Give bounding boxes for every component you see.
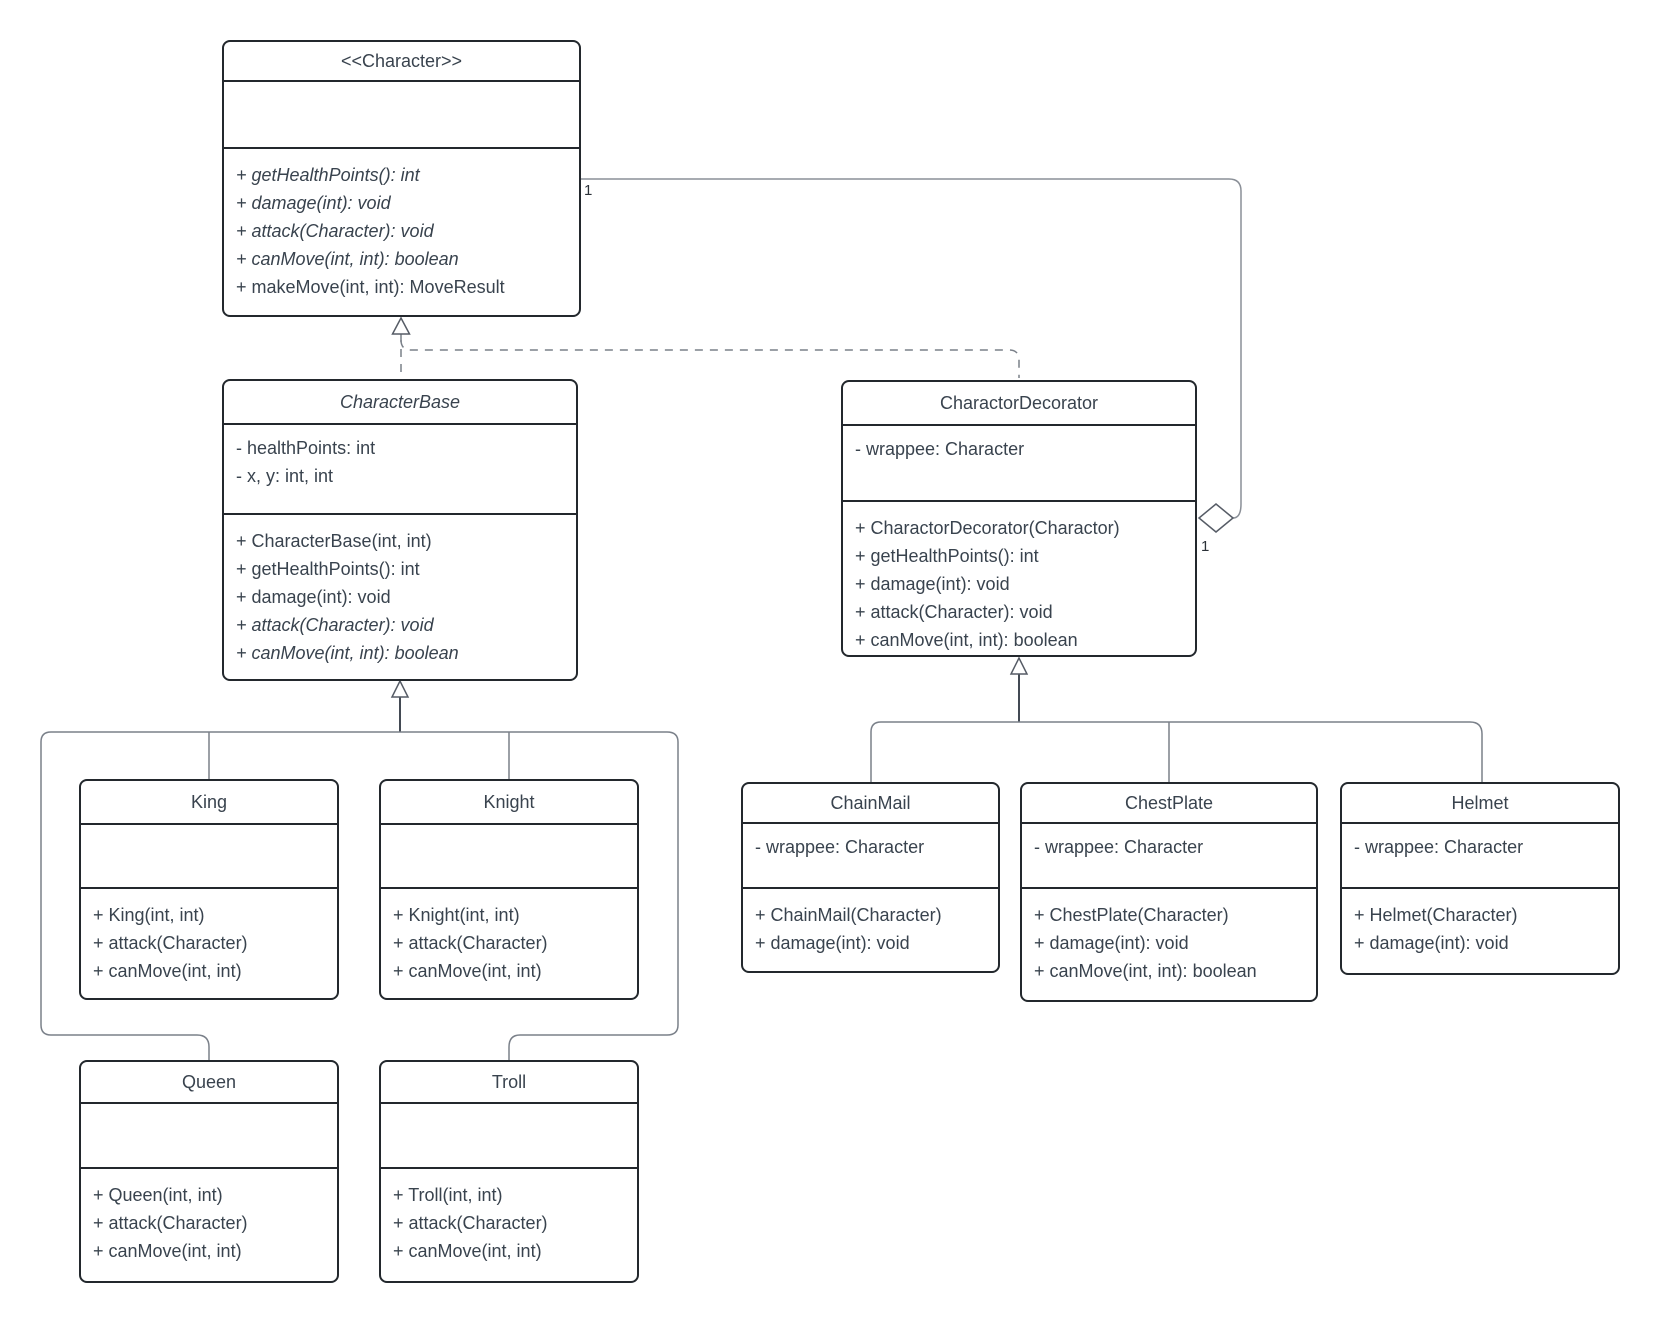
class-box-chestplate[interactable]: ChestPlate - wrappee: Character + ChestP… bbox=[1020, 782, 1318, 1002]
member-row: + damage(int): void bbox=[236, 587, 391, 607]
class-title: CharactorDecorator bbox=[843, 382, 1195, 426]
class-title: Troll bbox=[381, 1062, 637, 1104]
generalization-edges-characterbase-subtree[interactable] bbox=[40, 679, 679, 1060]
methods-section: + Troll(int, int) + attack(Character) + ca… bbox=[381, 1169, 637, 1265]
member-row: + ChestPlate(Character) bbox=[1034, 905, 1229, 925]
member-row: + CharactorDecorator(Charactor) bbox=[855, 518, 1120, 538]
class-box-chainmail[interactable]: ChainMail - wrappee: Character + ChainMa… bbox=[741, 782, 1000, 973]
class-title: Queen bbox=[81, 1062, 337, 1104]
attributes-section bbox=[381, 1104, 637, 1169]
member-row: - wrappee: Character bbox=[1034, 837, 1204, 857]
member-row: + attack(Character) bbox=[93, 933, 248, 953]
hollow-triangle-marker bbox=[391, 316, 411, 335]
member-row: + Helmet(Character) bbox=[1354, 905, 1518, 925]
member-row: + damage(int): void bbox=[755, 933, 910, 953]
realization-edge-characterbase-to-character[interactable] bbox=[391, 316, 411, 379]
generalization-edge-queen bbox=[40, 731, 400, 1060]
methods-section: + Queen(int, int) + attack(Character) + ca… bbox=[81, 1169, 337, 1265]
member-row: - healthPoints: int bbox=[236, 438, 376, 458]
multiplicity-label-decorator-end: 1 bbox=[1201, 538, 1210, 555]
member-row: + CharacterBase(int, int) bbox=[236, 531, 432, 551]
member-row: + attack(Character): void bbox=[236, 221, 434, 241]
attributes-section: - wrappee: Character bbox=[743, 824, 998, 889]
hollow-triangle-marker bbox=[1009, 656, 1029, 675]
attributes-section bbox=[381, 825, 637, 889]
class-title: CharacterBase bbox=[224, 381, 576, 425]
attributes-section: - wrappee: Character bbox=[1342, 824, 1618, 889]
attributes-section bbox=[81, 1104, 337, 1169]
multiplicity-label-character-end: 1 bbox=[584, 182, 593, 199]
attributes-section bbox=[224, 82, 579, 149]
methods-section: + King(int, int) + attack(Character) + can… bbox=[81, 889, 337, 985]
methods-section: + ChestPlate(Character) + damage(int): vo… bbox=[1022, 889, 1316, 985]
member-row: + damage(int): void bbox=[1034, 933, 1189, 953]
attributes-section: - wrappee: Character bbox=[843, 426, 1195, 502]
generalization-edges-decorator-subtree[interactable] bbox=[870, 656, 1483, 782]
member-row: + canMove(int, int): boolean bbox=[236, 643, 459, 663]
class-title: ChainMail bbox=[743, 784, 998, 824]
member-row: + canMove(int, int): boolean bbox=[236, 249, 459, 269]
member-row: + damage(int): void bbox=[236, 193, 391, 213]
member-row: + ChainMail(Character) bbox=[755, 905, 942, 925]
member-row: + getHealthPoints(): int bbox=[855, 546, 1039, 566]
methods-section: + getHealthPoints(): int + damage(int): v… bbox=[224, 149, 579, 301]
class-box-helmet[interactable]: Helmet - wrappee: Character + Helmet(Cha… bbox=[1340, 782, 1620, 975]
member-row: + Troll(int, int) bbox=[393, 1185, 503, 1205]
attributes-section: - wrappee: Character bbox=[1022, 824, 1316, 889]
member-row: + attack(Character) bbox=[393, 1213, 548, 1233]
member-row: + Knight(int, int) bbox=[393, 905, 520, 925]
class-box-charactordecorator[interactable]: CharactorDecorator - wrappee: Character … bbox=[841, 380, 1197, 657]
member-row: + canMove(int, int) bbox=[93, 1241, 242, 1261]
class-title: Knight bbox=[381, 781, 637, 825]
generalization-edge-chainmail bbox=[870, 721, 1019, 782]
member-row: + attack(Character): void bbox=[855, 602, 1053, 622]
member-row: + attack(Character) bbox=[393, 933, 548, 953]
member-row: + damage(int): void bbox=[855, 574, 1010, 594]
member-row: - wrappee: Character bbox=[855, 439, 1025, 459]
attributes-section: - healthPoints: int - x, y: int, int bbox=[224, 425, 576, 515]
methods-section: + ChainMail(Character) + damage(int): voi… bbox=[743, 889, 998, 957]
class-box-characterbase[interactable]: CharacterBase - healthPoints: int - x, y:… bbox=[222, 379, 578, 681]
class-box-knight[interactable]: Knight + Knight(int, int) + attack(Charac… bbox=[379, 779, 639, 1000]
hollow-triangle-marker bbox=[390, 679, 410, 698]
methods-section: + Helmet(Character) + damage(int): void bbox=[1342, 889, 1618, 957]
class-box-king[interactable]: King + King(int, int) + attack(Character)… bbox=[79, 779, 339, 1000]
methods-section: + CharacterBase(int, int) + getHealthPoin… bbox=[224, 515, 576, 667]
member-row: + damage(int): void bbox=[1354, 933, 1509, 953]
hollow-diamond-marker bbox=[1197, 503, 1235, 533]
member-row: - wrappee: Character bbox=[755, 837, 925, 857]
realization-edge-charactordecorator-to-character[interactable] bbox=[400, 339, 1020, 378]
member-row: + getHealthPoints(): int bbox=[236, 165, 420, 185]
member-row: + canMove(int, int): boolean bbox=[1034, 961, 1257, 981]
member-row: + makeMove(int, int): MoveResult bbox=[236, 277, 505, 297]
aggregation-edge-decorator-wrappee-character[interactable] bbox=[581, 178, 1242, 533]
class-box-troll[interactable]: Troll + Troll(int, int) + attack(Characte… bbox=[379, 1060, 639, 1283]
member-row: + attack(Character): void bbox=[236, 615, 434, 635]
class-box-character[interactable]: <<Character>> + getHealthPoints(): int+ … bbox=[222, 40, 581, 317]
methods-section: + Knight(int, int) + attack(Character) + c… bbox=[381, 889, 637, 985]
member-row: - x, y: int, int bbox=[236, 466, 334, 486]
generalization-edge-troll bbox=[400, 731, 679, 1060]
member-row: + canMove(int, int) bbox=[393, 1241, 542, 1261]
class-title: Helmet bbox=[1342, 784, 1618, 824]
methods-section: + CharactorDecorator(Charactor) + getHeal… bbox=[843, 502, 1195, 654]
member-row: + canMove(int, int) bbox=[393, 961, 542, 981]
class-title: <<Character>> bbox=[224, 42, 579, 82]
class-box-queen[interactable]: Queen + Queen(int, int) + attack(Characte… bbox=[79, 1060, 339, 1283]
member-row: + King(int, int) bbox=[93, 905, 205, 925]
generalization-edge-helmet bbox=[1019, 721, 1483, 782]
member-row: + canMove(int, int) bbox=[93, 961, 242, 981]
member-row: + canMove(int, int): boolean bbox=[855, 630, 1078, 650]
attributes-section bbox=[81, 825, 337, 889]
class-title: ChestPlate bbox=[1022, 784, 1316, 824]
member-row: + attack(Character) bbox=[93, 1213, 248, 1233]
member-row: + getHealthPoints(): int bbox=[236, 559, 420, 579]
class-title: King bbox=[81, 781, 337, 825]
member-row: - wrappee: Character bbox=[1354, 837, 1524, 857]
member-row: + Queen(int, int) bbox=[93, 1185, 223, 1205]
